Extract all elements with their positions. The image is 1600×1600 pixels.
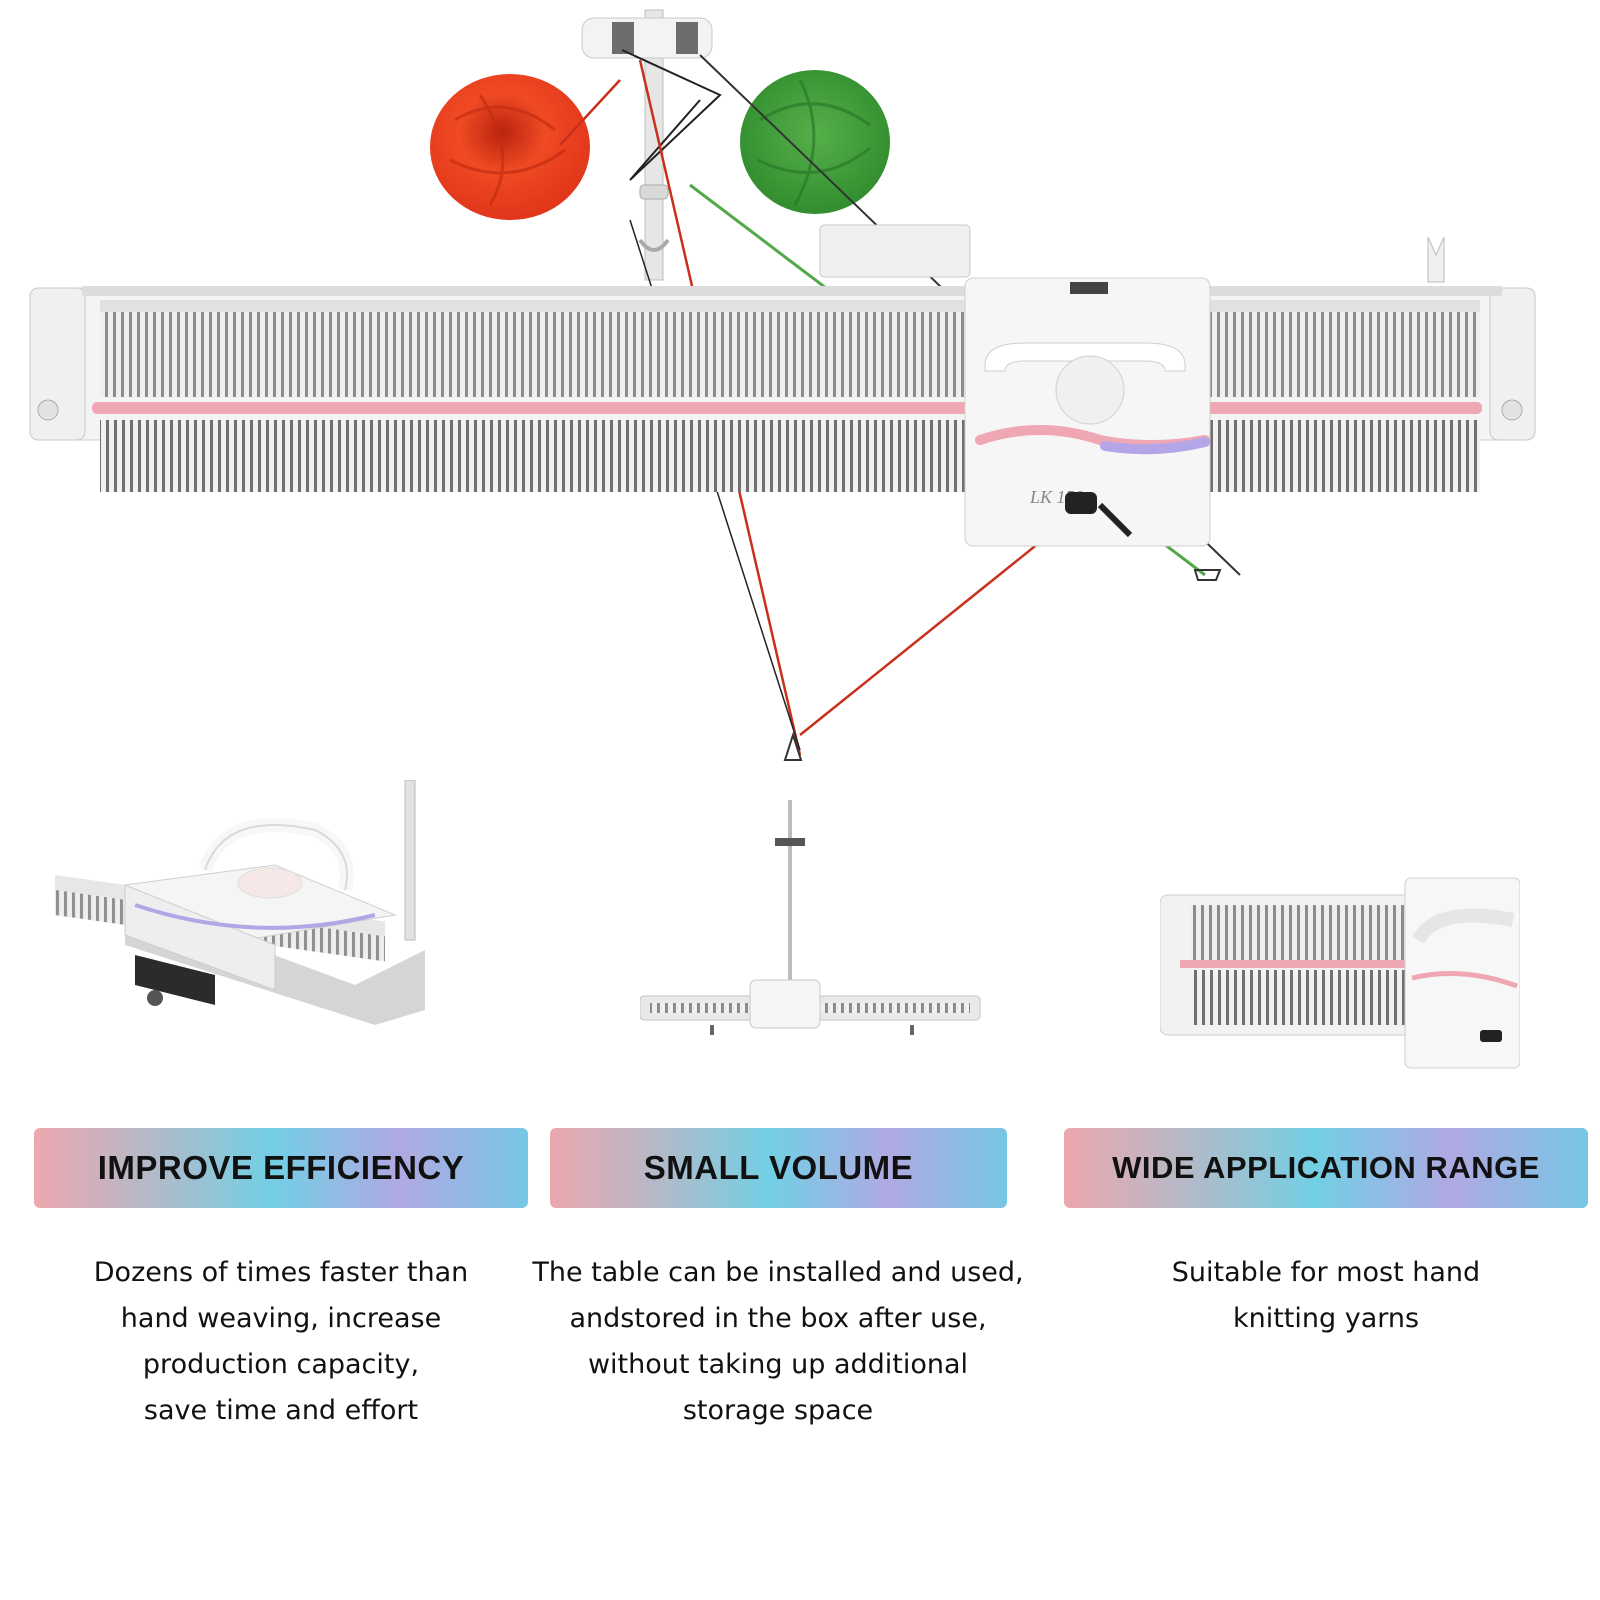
red-yarn-ball [430, 74, 590, 220]
feature-title: SMALL VOLUME [643, 1149, 914, 1186]
feature-badge-small-volume: SMALL VOLUME [550, 1128, 1007, 1208]
feature-title: WIDE APPLICATION RANGE [1112, 1150, 1540, 1185]
feature-badge-wide-application-range: WIDE APPLICATION RANGE [1064, 1128, 1588, 1208]
feature-description-improve-efficiency: Dozens of times faster than hand weaving… [93, 1257, 469, 1426]
knitting-machine-hero-image: LK 150 [29, 9, 1536, 761]
feature-description-small-volume: The table can be installed and used, and… [532, 1257, 1024, 1426]
feature-title: IMPROVE EFFICIENCY [97, 1149, 465, 1186]
feature-badge-improve-efficiency: IMPROVE EFFICIENCY [34, 1128, 528, 1208]
feature-description-wide-application-range: Suitable for most hand knitting yarns [1171, 1257, 1481, 1334]
yarn-mast [581, 9, 713, 281]
carriage-closeup-image [55, 780, 425, 1025]
carriage: LK 150 [819, 224, 1211, 547]
side-view-image [1160, 877, 1520, 1069]
needle-bed [29, 286, 1536, 492]
machine-full-view-image [640, 800, 981, 1035]
